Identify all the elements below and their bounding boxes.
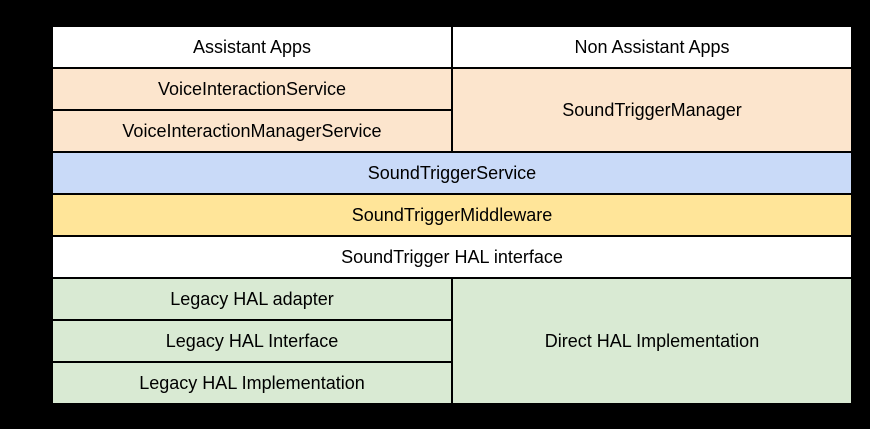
cell-legacy-hal-implementation: Legacy HAL Implementation	[53, 363, 451, 403]
cell-sound-trigger-hal-interface: SoundTrigger HAL interface	[53, 237, 851, 277]
cell-voice-interaction-manager-service: VoiceInteractionManagerService	[53, 111, 451, 151]
cell-legacy-hal-adapter: Legacy HAL adapter	[53, 279, 451, 319]
cell-non-assistant-apps: Non Assistant Apps	[453, 27, 851, 67]
cell-assistant-apps: Assistant Apps	[53, 27, 451, 67]
cell-legacy-hal-interface: Legacy HAL Interface	[53, 321, 451, 361]
soundtrigger-stack-diagram: Assistant Apps Non Assistant Apps VoiceI…	[53, 27, 851, 403]
cell-sound-trigger-service: SoundTriggerService	[53, 153, 851, 193]
cell-voice-interaction-service: VoiceInteractionService	[53, 69, 451, 109]
cell-direct-hal-implementation: Direct HAL Implementation	[453, 279, 851, 403]
cell-sound-trigger-middleware: SoundTriggerMiddleware	[53, 195, 851, 235]
cell-sound-trigger-manager: SoundTriggerManager	[453, 69, 851, 151]
